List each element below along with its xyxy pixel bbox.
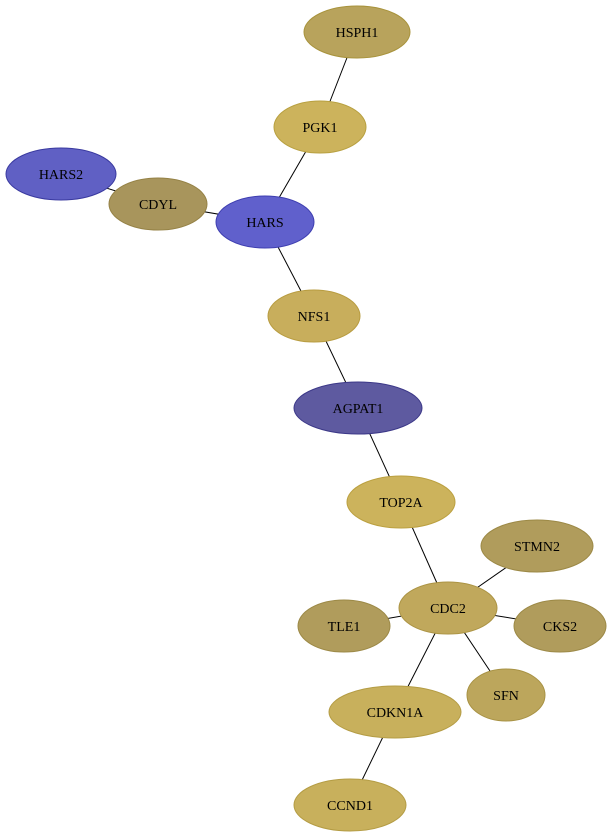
node-top2a[interactable]: TOP2A: [346, 475, 456, 529]
node-ellipse-cdc2[interactable]: [398, 581, 498, 635]
node-cdkn1a[interactable]: CDKN1A: [328, 685, 462, 739]
node-nfs1[interactable]: NFS1: [267, 289, 361, 343]
node-hsph1[interactable]: HSPH1: [303, 5, 411, 59]
node-label-cdkn1a: CDKN1A: [367, 706, 425, 721]
node-ellipse-cks2[interactable]: [513, 599, 607, 653]
node-label-agpat1: AGPAT1: [333, 402, 384, 417]
node-label-cdyl: CDYL: [139, 198, 177, 213]
node-label-nfs1: NFS1: [298, 310, 331, 325]
node-ellipse-tle1[interactable]: [297, 599, 391, 653]
node-cdc2[interactable]: CDC2: [398, 581, 498, 635]
node-cdyl[interactable]: CDYL: [108, 177, 208, 231]
node-label-top2a: TOP2A: [379, 496, 423, 511]
node-pgk1[interactable]: PGK1: [273, 100, 367, 154]
node-tle1[interactable]: TLE1: [297, 599, 391, 653]
node-ellipse-hsph1[interactable]: [303, 5, 411, 59]
node-ellipse-agpat1[interactable]: [293, 381, 423, 435]
node-ellipse-nfs1[interactable]: [267, 289, 361, 343]
node-label-hars: HARS: [246, 216, 283, 231]
node-ellipse-sfn[interactable]: [466, 668, 546, 722]
node-ellipse-stmn2[interactable]: [480, 519, 594, 573]
node-label-stmn2: STMN2: [514, 540, 560, 555]
node-ellipse-top2a[interactable]: [346, 475, 456, 529]
node-ellipse-ccnd1[interactable]: [293, 778, 407, 832]
node-ellipse-pgk1[interactable]: [273, 100, 367, 154]
node-cks2[interactable]: CKS2: [513, 599, 607, 653]
node-stmn2[interactable]: STMN2: [480, 519, 594, 573]
node-sfn[interactable]: SFN: [466, 668, 546, 722]
node-ellipse-hars2[interactable]: [5, 147, 117, 201]
node-agpat1[interactable]: AGPAT1: [293, 381, 423, 435]
node-label-cks2: CKS2: [543, 620, 577, 635]
node-label-tle1: TLE1: [328, 620, 361, 635]
node-hars[interactable]: HARS: [215, 195, 315, 249]
node-label-pgk1: PGK1: [302, 121, 337, 136]
node-label-cdc2: CDC2: [430, 602, 466, 617]
node-ccnd1[interactable]: CCND1: [293, 778, 407, 832]
node-label-hars2: HARS2: [39, 168, 83, 183]
node-ellipse-hars[interactable]: [215, 195, 315, 249]
node-ellipse-cdkn1a[interactable]: [328, 685, 462, 739]
node-hars2[interactable]: HARS2: [5, 147, 117, 201]
node-ellipse-cdyl[interactable]: [108, 177, 208, 231]
node-label-ccnd1: CCND1: [327, 799, 373, 814]
node-label-hsph1: HSPH1: [336, 26, 379, 41]
node-label-sfn: SFN: [493, 689, 519, 704]
